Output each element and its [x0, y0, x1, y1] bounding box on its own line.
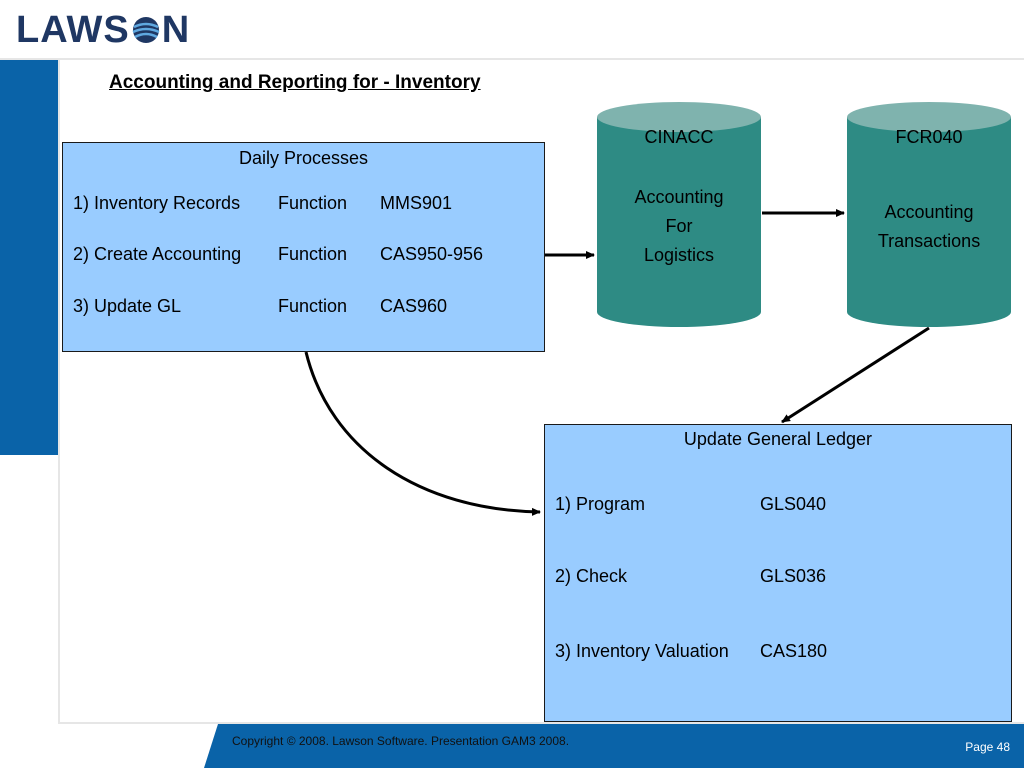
cinacc-cylinder [597, 102, 761, 327]
logo-text-right: N [161, 9, 191, 51]
copyright-text: Copyright © 2008. Lawson Software. Prese… [232, 734, 570, 748]
daily-row-item: 3) Update GL [73, 296, 182, 316]
daily-row-type: Function [278, 244, 348, 264]
gl-row-item: 2) Check [555, 566, 628, 586]
gl-row-item: 3) Inventory Valuation [555, 641, 729, 661]
cinacc-line-3: Logistics [643, 245, 715, 265]
fcr040-line-1: Accounting [884, 202, 974, 222]
fcr040-line-2: Transactions [877, 231, 981, 251]
page-number: Page 48 [965, 740, 1010, 754]
lawson-logo: LAWS N [16, 10, 190, 50]
daily-row-code: CAS950-956 [380, 244, 484, 264]
header-divider [0, 58, 1024, 60]
daily-processes-box: Daily Processes 1) Inventory Records Fun… [62, 142, 545, 352]
cinacc-line-1: Accounting [634, 187, 724, 207]
cinacc-line-2: For [665, 216, 693, 236]
daily-row-item: 1) Inventory Records [73, 193, 241, 213]
gl-heading: Update General Ledger [683, 429, 873, 449]
daily-row-code: MMS901 [380, 193, 453, 213]
left-accent-bar [0, 60, 58, 455]
arrow-daily-to-gl [304, 351, 541, 516]
update-general-ledger-box: Update General Ledger 1) Program GLS040 … [544, 424, 1012, 722]
daily-row-code: CAS960 [380, 296, 448, 316]
gl-row-code: CAS180 [760, 641, 828, 661]
arrow-fcr040-to-gl [781, 326, 930, 424]
gl-row-item: 1) Program [555, 494, 646, 514]
frame-left-line [58, 60, 60, 724]
daily-row-item: 2) Create Accounting [73, 244, 242, 264]
gl-row-code: GLS036 [760, 566, 827, 586]
daily-processes-heading: Daily Processes [238, 148, 369, 168]
cinacc-name: CINACC [644, 127, 714, 147]
daily-row-type: Function [278, 193, 348, 213]
footer-band [0, 724, 1024, 768]
globe-icon [132, 17, 160, 43]
gl-row-code: GLS040 [760, 494, 827, 514]
fcr040-cylinder [847, 102, 1011, 327]
daily-row-type: Function [278, 296, 348, 316]
slide-title: Accounting and Reporting for - Inventory [109, 72, 481, 93]
frame-bottom-line [58, 722, 1024, 724]
logo-text-left: LAWS [16, 9, 130, 51]
fcr040-name: FCR040 [895, 127, 963, 147]
